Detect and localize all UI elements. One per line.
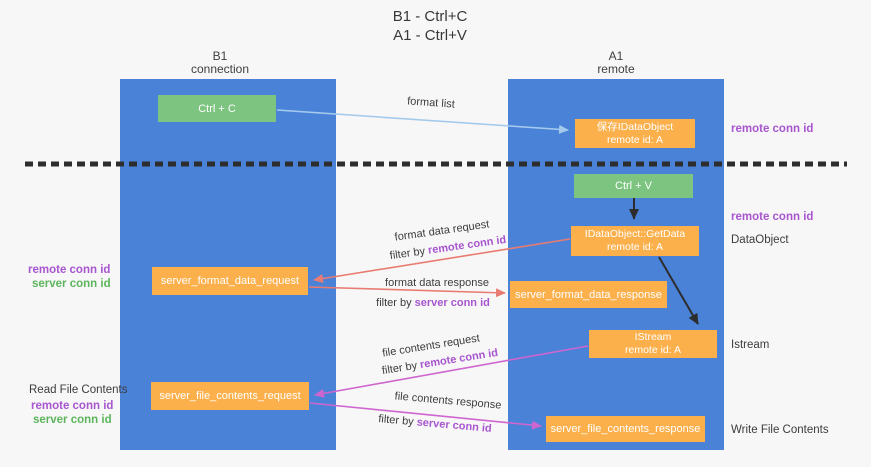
box-server-format-data-response-label: server_format_data_response bbox=[515, 288, 662, 301]
diagram-title-line2: A1 - Ctrl+V bbox=[393, 27, 467, 44]
box-getdata: IDataObject::GetData remote id: A bbox=[571, 226, 699, 256]
box-save-dataobject-line2: remote id: A bbox=[606, 133, 663, 146]
box-server-file-contents-response-label: server_file_contents_response bbox=[550, 423, 701, 435]
diagram-title: B1 - Ctrl+C A1 - Ctrl+V bbox=[0, 7, 860, 45]
label-format-data-response-filter-prefix: filter by bbox=[376, 297, 415, 309]
label-file-contents-response: file contents response bbox=[394, 390, 502, 412]
box-server-format-data-request-label: server_format_data_request bbox=[160, 275, 300, 287]
column-header-b1-role: connection bbox=[190, 62, 250, 76]
box-save-dataobject: 保存IDataObject remote id: A bbox=[575, 119, 695, 148]
label-read-file-contents: Read File Contents bbox=[29, 384, 128, 396]
label-server-conn-id-left-2: server conn id bbox=[33, 414, 112, 426]
label-format-data-response-filter: filter by server conn id bbox=[376, 297, 490, 309]
column-header-b1: B1 connection bbox=[120, 50, 320, 76]
column-header-a1-name: A1 bbox=[608, 49, 624, 63]
diagram-title-line1: B1 - Ctrl+C bbox=[392, 8, 468, 25]
box-istream-line2: remote id: A bbox=[624, 344, 682, 356]
box-server-format-data-request: server_format_data_request bbox=[152, 267, 308, 295]
box-istream-line1: IStream bbox=[634, 331, 672, 343]
box-getdata-text: IDataObject::GetData remote id: A bbox=[585, 228, 685, 254]
label-format-list: format list bbox=[406, 95, 456, 111]
box-ctrl-c: Ctrl + C bbox=[158, 95, 276, 122]
label-format-data-response-filter-key: server conn id bbox=[414, 297, 490, 309]
box-server-file-contents-request: server_file_contents_request bbox=[151, 382, 309, 410]
label-format-data-response: format data response bbox=[385, 277, 489, 289]
label-dataobject: DataObject bbox=[731, 234, 789, 246]
label-remote-conn-id-right-top: remote conn id bbox=[731, 123, 814, 135]
box-save-dataobject-text: 保存IDataObject remote id: A bbox=[597, 121, 673, 147]
box-save-dataobject-line1: 保存IDataObject bbox=[596, 120, 674, 133]
label-remote-conn-id-left-2: remote conn id bbox=[31, 400, 114, 412]
label-file-contents-response-filter: filter by server conn id bbox=[378, 413, 492, 435]
box-ctrl-c-label: Ctrl + C bbox=[198, 102, 236, 115]
box-server-file-contents-request-label: server_file_contents_request bbox=[159, 390, 301, 402]
label-remote-conn-id-left-1: remote conn id bbox=[28, 264, 111, 276]
column-header-b1-name: B1 bbox=[212, 49, 228, 63]
label-format-data-request-filter-prefix: filter by bbox=[389, 244, 429, 263]
column-header-a1: A1 remote bbox=[508, 50, 724, 76]
label-istream: Istream bbox=[731, 339, 770, 351]
box-ctrl-v: Ctrl + V bbox=[574, 174, 693, 198]
box-istream: IStream remote id: A bbox=[589, 330, 717, 358]
box-server-file-contents-response: server_file_contents_response bbox=[546, 416, 705, 442]
label-remote-conn-id-right-mid: remote conn id bbox=[731, 211, 814, 223]
label-file-contents-response-filter-key: server conn id bbox=[416, 416, 493, 435]
box-istream-text: IStream remote id: A bbox=[625, 331, 681, 357]
box-getdata-line2: remote id: A bbox=[606, 241, 663, 253]
label-file-contents-request-filter-prefix: filter by bbox=[381, 359, 422, 378]
box-server-format-data-response: server_format_data_response bbox=[510, 281, 667, 308]
box-getdata-line1: IDataObject::GetData bbox=[584, 228, 686, 240]
label-file-contents-response-filter-prefix: filter by bbox=[377, 413, 418, 429]
box-ctrl-v-label: Ctrl + V bbox=[615, 180, 652, 192]
column-header-a1-role: remote bbox=[597, 62, 635, 76]
label-write-file-contents: Write File Contents bbox=[731, 424, 829, 436]
label-server-conn-id-left-1: server conn id bbox=[32, 278, 111, 290]
